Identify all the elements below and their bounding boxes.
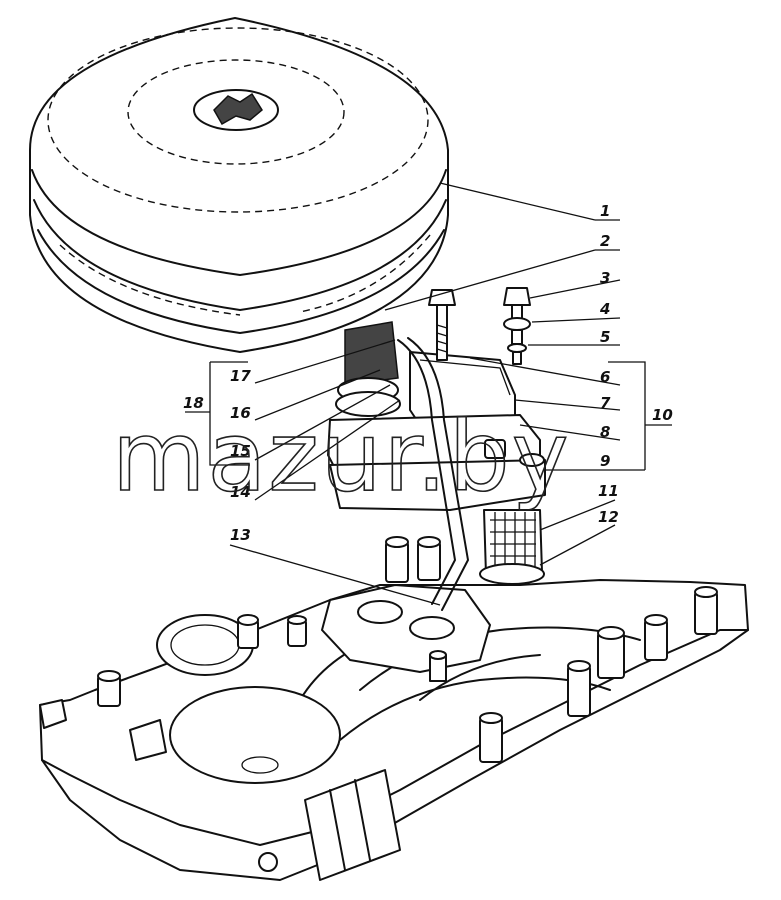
- bolt-short: [503, 287, 531, 365]
- callout-12: 12: [598, 508, 619, 526]
- leader-lines: [185, 182, 672, 606]
- callout-17: 17: [230, 367, 251, 385]
- callout-5: 5: [600, 328, 610, 346]
- carburetor-neck: [335, 321, 401, 417]
- callout-13: 13: [230, 526, 251, 544]
- callout-18: 18: [183, 394, 204, 412]
- bolt-long: [428, 289, 456, 361]
- callout-labels: 1 2 3 4 5 6 7 8 9 10 11 12 13 14 15 16 1…: [183, 202, 673, 544]
- callout-8: 8: [600, 423, 610, 441]
- callout-9: 9: [600, 452, 610, 470]
- callout-4: 4: [599, 300, 610, 318]
- watermark-text: mazur.by: [112, 401, 571, 513]
- filter-element: [479, 509, 545, 585]
- callout-7: 7: [600, 394, 611, 412]
- callout-1: 1: [600, 202, 610, 220]
- callout-10: 10: [652, 406, 673, 424]
- callout-11: 11: [598, 482, 619, 500]
- callout-15: 15: [230, 442, 251, 460]
- intake-manifold: [39, 536, 749, 881]
- callout-14: 14: [230, 483, 251, 501]
- callout-6: 6: [600, 368, 610, 386]
- callout-3: 3: [600, 269, 610, 287]
- callout-16: 16: [230, 404, 251, 422]
- crankcase-vent-housing: [327, 351, 546, 511]
- ventilation-hose: [397, 337, 469, 611]
- callout-2: 2: [600, 232, 610, 250]
- air-cleaner: [29, 17, 449, 353]
